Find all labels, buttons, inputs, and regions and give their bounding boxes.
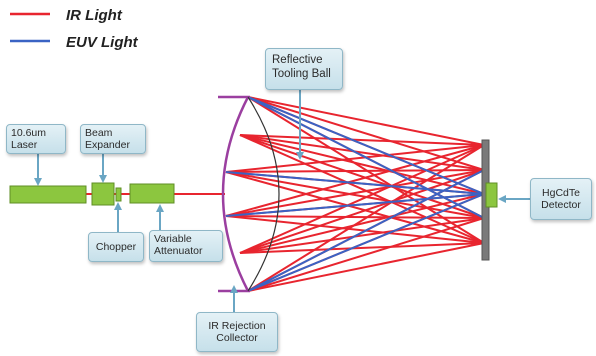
ir-ray (225, 144, 485, 217)
legend-ir-label: IR Light (66, 7, 123, 24)
ir-ray (239, 193, 485, 254)
tooling-ball-shadow (247, 96, 280, 292)
ir-ray (247, 144, 485, 292)
ir-ray (239, 169, 485, 254)
ir-ray (239, 242, 485, 254)
beam-expander-body (91, 182, 115, 206)
collector-mirror (221, 96, 250, 292)
ir-ray (239, 134, 485, 146)
ir-rejection-collector (218, 95, 280, 293)
ir-ray (239, 134, 485, 171)
euv-ray (247, 193, 485, 292)
collector-callout: IR Rejection Collector (196, 312, 278, 352)
legend-euv-label: EUV Light (66, 34, 139, 51)
tooling-ball-callout: Reflective Tooling Ball (265, 48, 343, 90)
ir-ray (225, 169, 485, 217)
euv-ray (247, 96, 485, 219)
laser-callout: 10.6um Laser (6, 124, 66, 154)
euv-ray (247, 96, 485, 195)
beam-expander-callout: Beam Expander (80, 124, 146, 154)
ir-ray (225, 215, 485, 244)
legend: IR Light EUV Light (10, 7, 139, 51)
ir-ray (239, 134, 485, 244)
ir-ray (247, 217, 485, 292)
variable-attenuator-body (129, 183, 175, 204)
ir-ray (239, 217, 485, 254)
euv-ray (247, 169, 485, 292)
ir-ray (247, 96, 485, 171)
ir-ray (247, 96, 485, 146)
chopper-blade (115, 187, 122, 202)
euv-ray (225, 193, 485, 217)
chopper-callout: Chopper (88, 232, 144, 262)
ir-ray (225, 215, 485, 219)
ir-ray (225, 169, 485, 173)
ir-ray (225, 144, 485, 173)
ir-ray (225, 171, 485, 219)
callout-arrows (34, 90, 530, 312)
ir-ray (239, 144, 485, 254)
detector-callout: HgCdTe Detector (530, 178, 592, 220)
euv-ray (225, 171, 485, 195)
ir-ray (247, 242, 485, 292)
laser-body (9, 185, 87, 204)
detector-sensor (485, 182, 498, 208)
variable-attenuator-callout: Variable Attenuator (149, 230, 223, 262)
optical-components (9, 182, 498, 208)
ray-bundle (225, 96, 485, 292)
